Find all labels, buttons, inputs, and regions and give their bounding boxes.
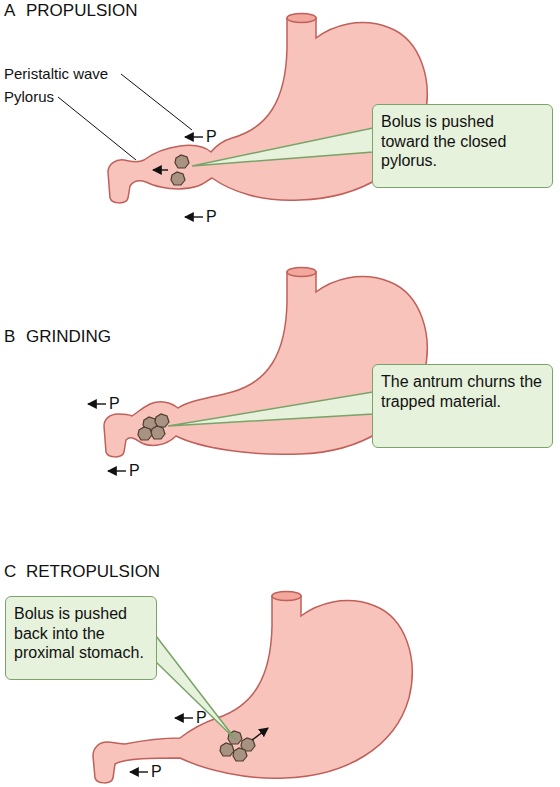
wave-arrow — [185, 216, 203, 217]
callout-text: Bolus is pushed toward the closed pyloru… — [381, 112, 544, 171]
callout-tail — [192, 128, 373, 166]
wave-arrow — [130, 771, 148, 772]
part-label: Peristaltic wave — [4, 66, 108, 83]
food-particle — [175, 155, 189, 168]
pressure-label: P — [206, 208, 217, 226]
food-particle — [233, 748, 247, 761]
pressure-label: P — [196, 709, 207, 727]
food-particle — [138, 427, 152, 440]
esophagus-opening — [287, 268, 316, 277]
wave-arrow — [185, 136, 203, 137]
food-particle — [171, 172, 185, 185]
pressure-label: P — [129, 462, 140, 480]
leader-line — [121, 74, 192, 130]
food-particle — [220, 743, 234, 756]
motion-arrow — [252, 728, 268, 740]
esophagus-opening — [287, 14, 316, 23]
panel-title: GRINDING — [26, 328, 111, 347]
wave-arrow — [108, 470, 126, 471]
callout-text: The antrum churns the trapped material. — [381, 372, 544, 411]
panel-letter: A — [4, 2, 15, 21]
callout-box: The antrum churns the trapped material. — [372, 364, 553, 448]
panel-title: RETROPULSION — [26, 563, 160, 582]
pressure-label: P — [151, 763, 162, 781]
callout-tail — [168, 392, 373, 426]
motion-arrow — [153, 169, 168, 170]
panel-letter: B — [4, 328, 15, 347]
panel-letter: C — [4, 563, 16, 582]
wave-arrow — [175, 717, 193, 718]
pressure-label: P — [206, 128, 217, 146]
panel-title: PROPULSION — [26, 2, 137, 21]
leader-line — [58, 97, 136, 160]
callout-box: Bolus is pushed toward the closed pyloru… — [372, 104, 553, 188]
callout-text: Bolus is pushed back into the proximal s… — [14, 604, 148, 663]
esophagus-opening — [272, 592, 301, 601]
food-particle — [155, 414, 169, 427]
wave-arrow — [88, 403, 106, 404]
callout-box: Bolus is pushed back into the proximal s… — [5, 596, 157, 680]
part-label: Pylorus — [4, 89, 54, 106]
callout-tail — [156, 636, 236, 740]
food-particle — [151, 426, 165, 439]
pressure-label: P — [109, 395, 120, 413]
